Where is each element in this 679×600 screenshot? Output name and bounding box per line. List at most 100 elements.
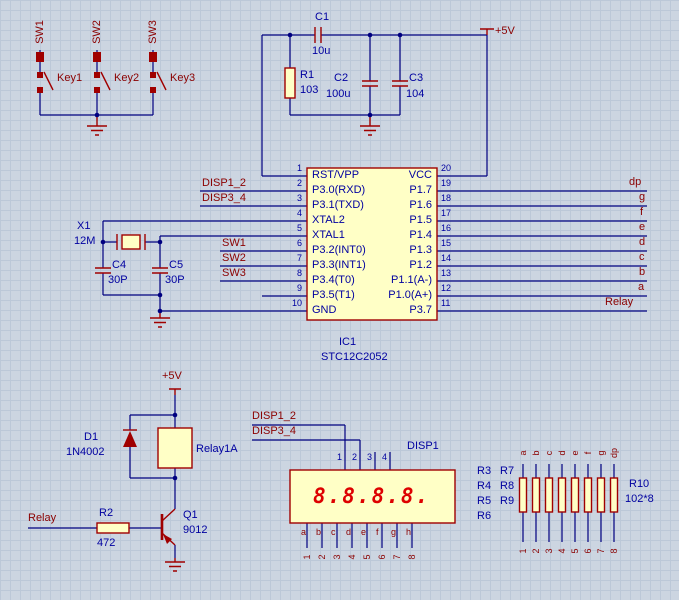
net-label-dp: dp <box>609 448 619 459</box>
designator-r1: R1 <box>300 69 315 81</box>
designator-c4: C4 <box>112 259 127 271</box>
value-d1: 1N4002 <box>66 446 105 458</box>
pin-number: 4 <box>347 554 357 560</box>
pin-name: P3.4(T0) <box>312 274 355 286</box>
segment-letter: f <box>376 527 379 537</box>
resistor-network-symbols <box>518 477 619 513</box>
designator-q1: Q1 <box>183 509 198 521</box>
designator-r10: R10 <box>629 478 650 490</box>
value-r1: 103 <box>300 84 319 96</box>
value-c4: 30P <box>108 274 128 286</box>
pin-number: 1 <box>518 548 528 554</box>
pin-name: XTAL1 <box>312 229 345 241</box>
net-label-b: b <box>531 450 541 456</box>
pin-number: 19 <box>441 178 452 188</box>
net-label-a: a <box>638 281 645 293</box>
designator-r8: R8 <box>500 480 515 492</box>
pin-name: P1.1(A-) <box>391 274 432 286</box>
crystal-x1-symbol <box>116 234 146 250</box>
segment-letter: e <box>361 527 367 537</box>
display-body <box>289 469 456 524</box>
pin-number: 7 <box>296 253 302 263</box>
segment-letter: g <box>391 527 397 537</box>
pin-number: 13 <box>441 268 452 278</box>
net-label-e: e <box>639 221 646 233</box>
pin-number: 6 <box>583 548 593 554</box>
pin-name: P3.7 <box>409 304 432 316</box>
pin-number: 7 <box>596 548 606 554</box>
designator-r9: R9 <box>500 495 515 507</box>
pin-name: P1.7 <box>409 184 432 196</box>
value-c5: 30P <box>165 274 185 286</box>
wires <box>28 34 647 558</box>
pin-name: XTAL2 <box>312 214 345 226</box>
pin-name: P3.1(TXD) <box>312 199 364 211</box>
value-x1: 12M <box>74 235 96 247</box>
switch-symbols <box>36 52 167 93</box>
pin-number: 3 <box>544 548 554 554</box>
designator-x1: X1 <box>77 220 91 232</box>
net-label-disp1_2: DISP1_2 <box>202 177 247 189</box>
net-label-sw2: SW2 <box>222 252 246 264</box>
ground-symbols <box>87 115 380 572</box>
pin-number: 8 <box>296 268 302 278</box>
net-label-c: c <box>544 450 554 456</box>
pin-number: 5 <box>570 548 580 554</box>
power-flag-icons <box>169 28 494 395</box>
pin-number: 18 <box>441 193 452 203</box>
designator-d1: D1 <box>84 431 99 443</box>
pin-number: 14 <box>441 253 452 263</box>
net-label-f: f <box>640 206 644 218</box>
designator-c2: C2 <box>334 72 349 84</box>
net-label-disp1_2: DISP1_2 <box>252 410 297 422</box>
pin-number: 6 <box>377 554 387 560</box>
segment-letter: d <box>346 527 352 537</box>
designator-ic1: IC1 <box>339 336 357 348</box>
pin-number: 10 <box>291 298 302 308</box>
pin-name: P3.2(INT0) <box>312 244 366 256</box>
net-label-disp3_4: DISP3_4 <box>202 192 247 204</box>
designator-c5: C5 <box>169 259 184 271</box>
pin-number: 9 <box>296 283 302 293</box>
value-ic1: STC12C2052 <box>321 351 388 363</box>
pin-name: P1.0(A+) <box>388 289 432 301</box>
pin-number: 11 <box>441 298 451 308</box>
pin-number: 3 <box>367 452 373 462</box>
pin-number: 16 <box>441 223 452 233</box>
designator-relay1a: Relay1A <box>196 443 238 455</box>
pin-number: 5 <box>296 223 302 233</box>
pin-number: 4 <box>296 208 302 218</box>
pin-name: GND <box>312 304 337 316</box>
pin-number: 17 <box>441 208 452 218</box>
resistor-r2-symbol <box>96 522 130 534</box>
designator-r3: R3 <box>477 465 492 477</box>
resistor-r1-symbol <box>284 67 296 99</box>
pin-number: 8 <box>609 548 619 554</box>
junction-dots <box>94 32 403 481</box>
net-label-e: e <box>570 450 580 456</box>
pin-number: 2 <box>296 178 302 188</box>
pin-name: P3.0(RXD) <box>312 184 366 196</box>
pin-name: P3.5(T1) <box>312 289 355 301</box>
net-label-d: d <box>557 450 567 456</box>
pin-name: P3.3(INT1) <box>312 259 366 271</box>
designator-key2: Key2 <box>114 72 140 84</box>
value-r10: 102*8 <box>625 493 654 505</box>
net-label-c: c <box>639 251 645 263</box>
pin-name: P1.2 <box>409 259 432 271</box>
value-c3: 104 <box>406 88 425 100</box>
pin-number: 1 <box>296 163 302 173</box>
net-label-relay: Relay <box>605 296 634 308</box>
net-label-relay: Relay <box>28 512 57 524</box>
net-label-sw1: SW1 <box>34 20 46 44</box>
value-r2: 472 <box>97 537 116 549</box>
designator-r6: R6 <box>477 510 492 522</box>
net-label-g: g <box>596 450 606 456</box>
diode-d1-symbol <box>123 429 137 447</box>
net-label-sw3: SW3 <box>147 20 159 44</box>
net-label-sw2: SW2 <box>91 20 103 44</box>
pin-number: 8 <box>407 554 417 560</box>
transistor-q1-symbol <box>160 508 176 546</box>
